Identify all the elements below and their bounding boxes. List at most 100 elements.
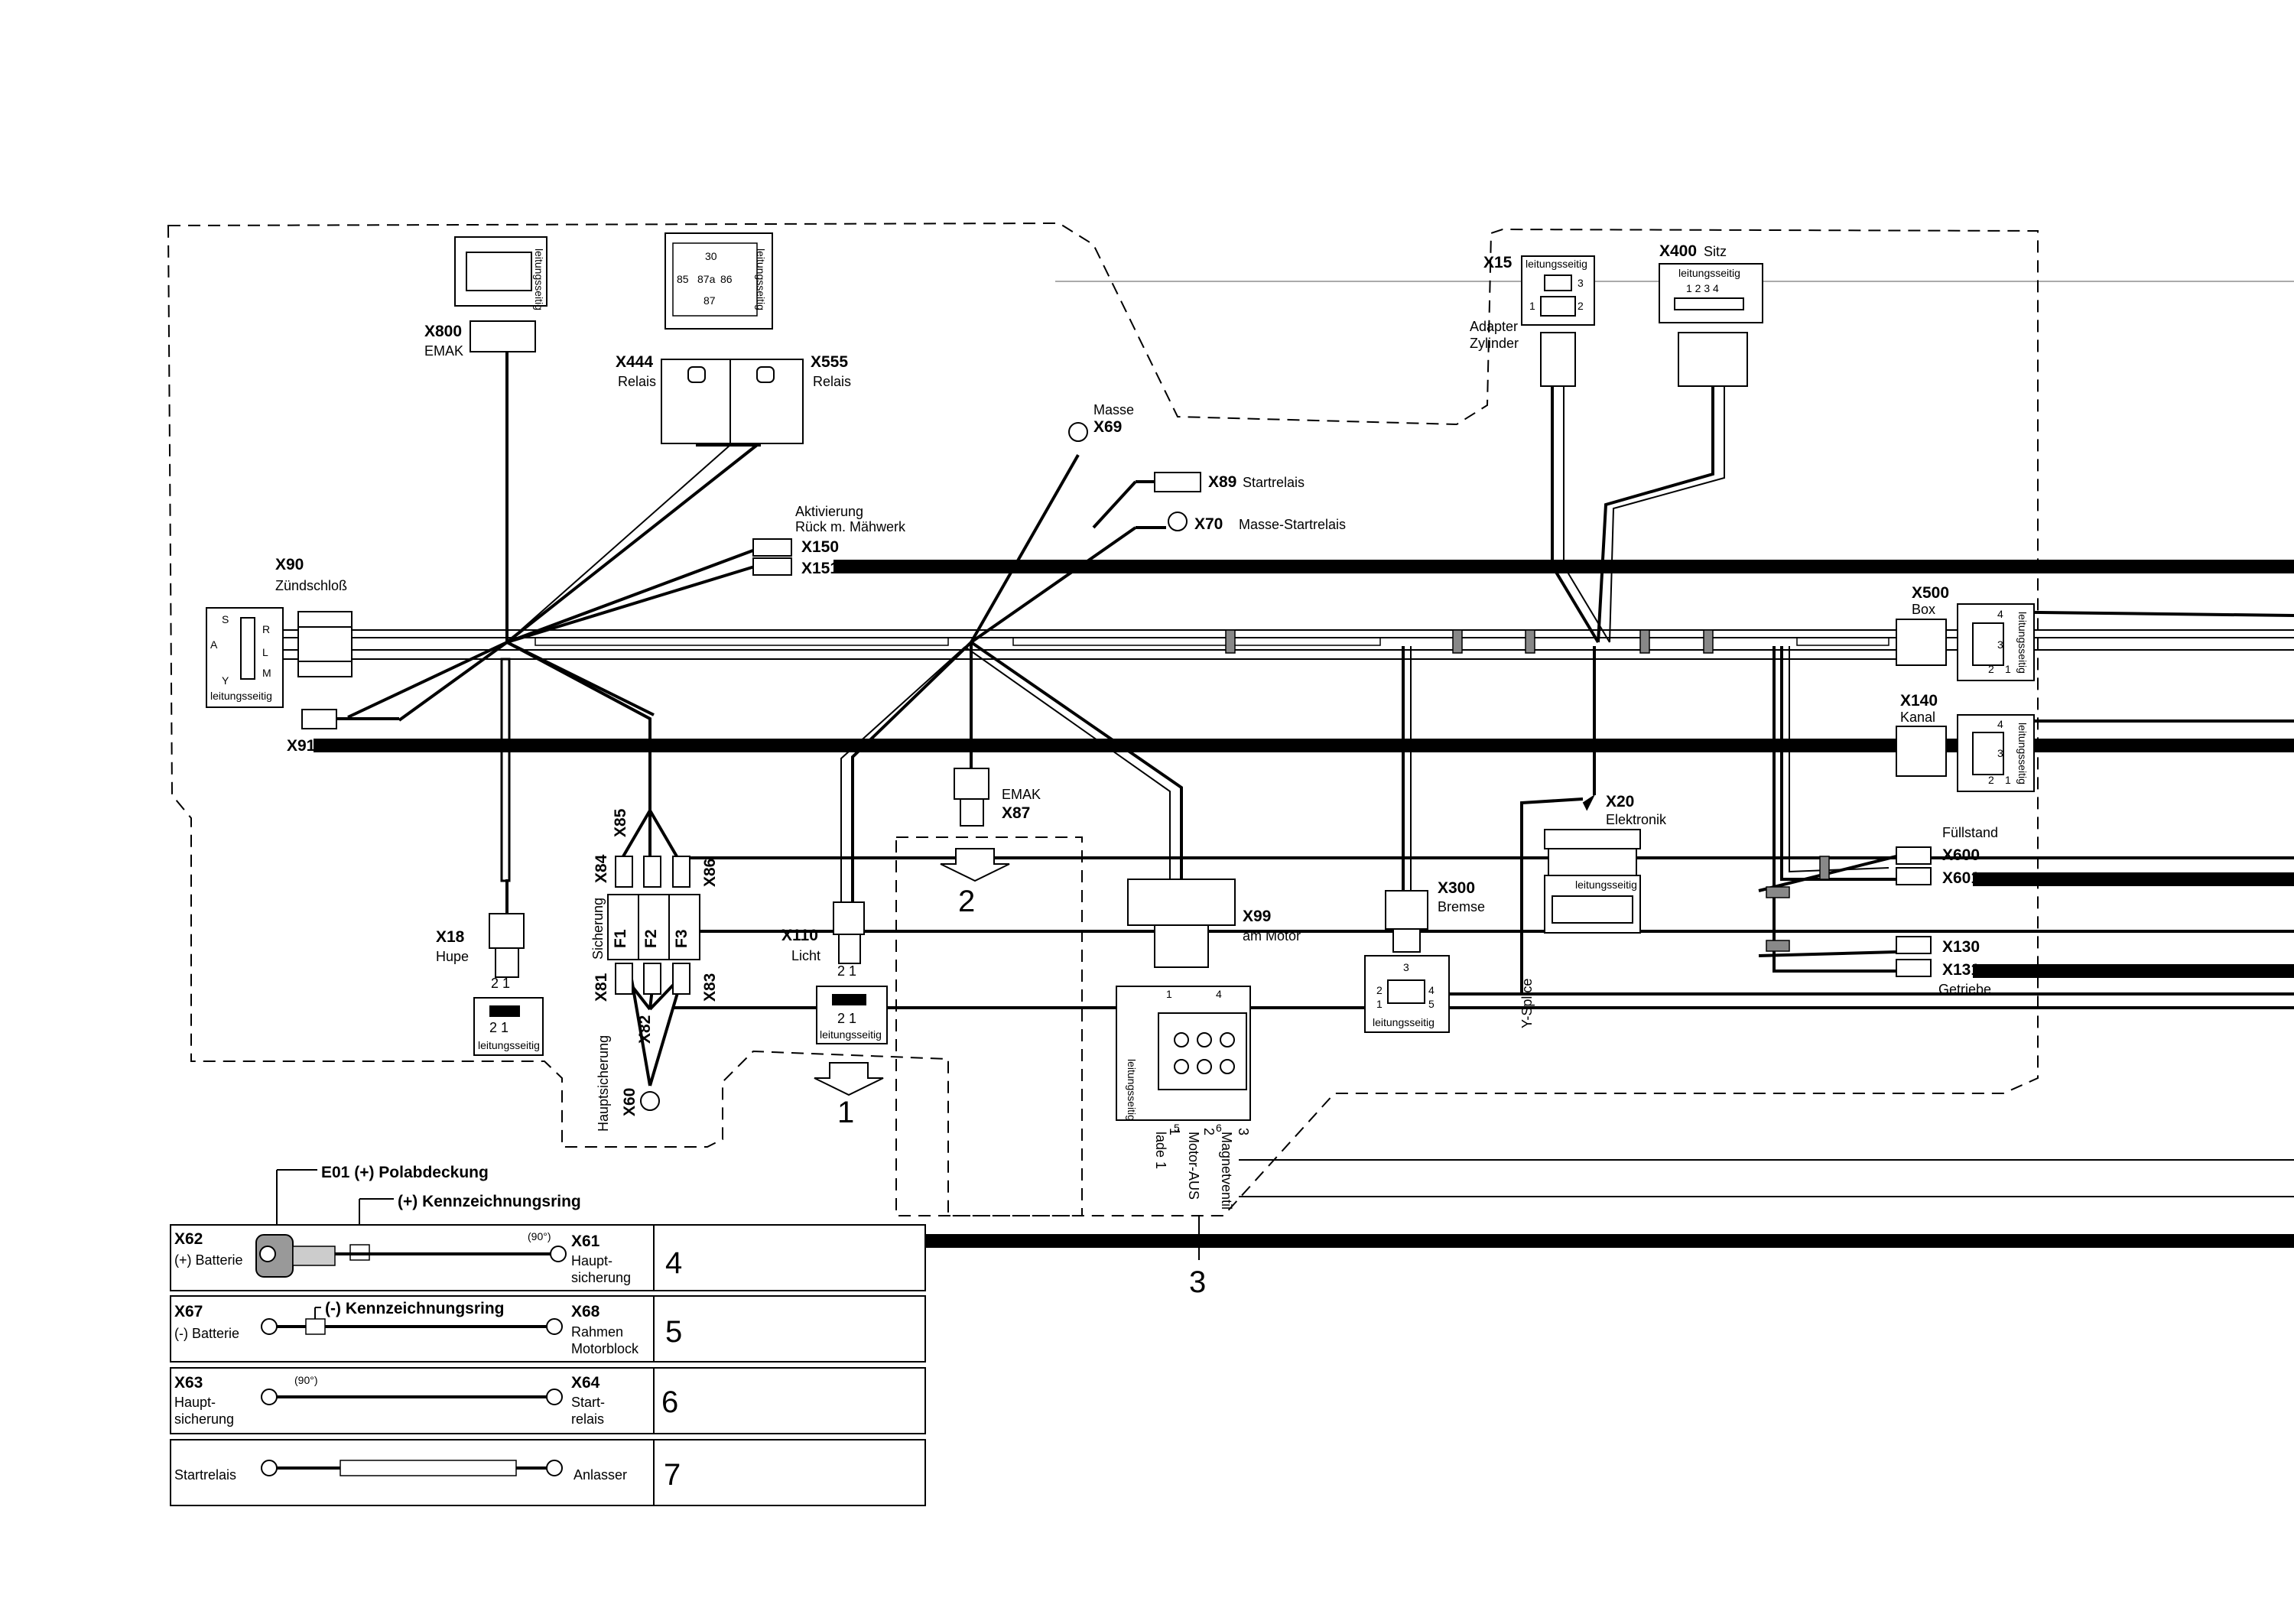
- connector-x89: X89 Startrelais: [1154, 472, 1305, 492]
- row6-left-id: X63: [174, 1374, 203, 1392]
- fuse-hauptsicherung: Hauptsicherung: [596, 1035, 611, 1132]
- arrow-2-label: 2: [958, 885, 975, 918]
- x110-side-label: leitungsseitig: [820, 1028, 882, 1041]
- zone-boundary-left: [167, 222, 2039, 1216]
- x140-id: X140: [1900, 692, 1938, 710]
- arrow-2: 2: [940, 848, 1010, 918]
- relay-side-label: leitungsseitig: [755, 248, 767, 310]
- x15-desc: Adapter: [1470, 319, 1518, 334]
- x91-id: X91: [287, 737, 316, 755]
- relay-block: 85 87a 86 87 30 leitungsseitig X444 Rela…: [616, 232, 851, 444]
- x300-desc: Bremse: [1438, 899, 1485, 914]
- x99-label-1: 1: [1167, 1128, 1182, 1135]
- row6-angle: (90°): [294, 1374, 318, 1386]
- row5-left-desc: (-) Batterie: [174, 1326, 239, 1341]
- row4-left-desc: (+) Batterie: [174, 1252, 243, 1268]
- x600-id: X600: [1942, 846, 1980, 864]
- connector-x140: X140 Kanal leitungsseitig 4 3 2 1: [1896, 692, 2035, 792]
- x15-id: X15: [1483, 254, 1513, 271]
- x90-desc: Zündschloß: [275, 578, 347, 593]
- x99-id: X99: [1243, 908, 1271, 925]
- x99-func-1: lade 1: [1153, 1132, 1168, 1169]
- x400-id: X400: [1659, 242, 1697, 260]
- x300-id: X300: [1438, 879, 1475, 897]
- x300-pin-1: 1: [1376, 998, 1383, 1010]
- x150-id: X150: [801, 538, 839, 556]
- x99-label-2: 2: [1201, 1128, 1217, 1135]
- connector-x99: X99 am Motor leitungsseitig 1 4 5 6 1 2 …: [1116, 879, 1301, 1299]
- x99-pin-6: 6: [1216, 1122, 1222, 1134]
- connector-x90: X90 Zündschloß S R A L Y M leitungsseiti…: [206, 556, 353, 755]
- row4-right-desc1: Haupt-: [571, 1253, 612, 1268]
- x800-id: X800: [424, 323, 462, 340]
- x99-side-label: leitungsseitig: [1126, 1059, 1138, 1121]
- connector-x20: X20 Elektronik leitungsseitig: [1544, 793, 1667, 934]
- x500-desc: Box: [1912, 602, 1935, 617]
- x400-pins: 1 2 3 4: [1686, 282, 1719, 294]
- row7-left-desc: Startrelais: [174, 1467, 236, 1483]
- x20-id: X20: [1606, 793, 1634, 810]
- connector-x87: EMAK X87: [954, 768, 1041, 827]
- x151-id: X151: [801, 560, 839, 577]
- x89-desc: Startrelais: [1243, 475, 1305, 490]
- x20-side-label: leitungsseitig: [1575, 879, 1637, 891]
- row6-left-desc1: Haupt-: [174, 1395, 216, 1410]
- x69-desc: Masse: [1093, 402, 1134, 417]
- x600-desc: Füllstand: [1942, 825, 1998, 840]
- row4-number: 4: [665, 1246, 682, 1280]
- row7-number: 7: [664, 1458, 681, 1492]
- relay-pin-86: 86: [720, 273, 733, 285]
- x87-id: X87: [1002, 804, 1030, 822]
- x90-id: X90: [275, 556, 304, 573]
- connector-x500: X500 Box leitungsseitig 4 3 2 1: [1896, 584, 2035, 681]
- x555-desc: Relais: [813, 374, 851, 389]
- x20-desc: Elektronik: [1606, 812, 1667, 827]
- x140-side-label: leitungsseitig: [2016, 723, 2029, 784]
- x15-pin-2: 2: [1578, 300, 1584, 312]
- x90-pin-a: A: [210, 638, 218, 651]
- x130-id: X130: [1942, 938, 1980, 956]
- fuse-x81: X81: [593, 973, 610, 1002]
- fuse-sicherung: Sicherung: [590, 898, 606, 960]
- x99-func-2: Motor-AUS: [1186, 1132, 1201, 1200]
- relay-pin-30: 30: [705, 250, 717, 262]
- y-splice-label: Y-Splice: [1519, 979, 1535, 1028]
- x70-id: X70: [1194, 515, 1223, 533]
- x110-pins-2: 2 1: [837, 1011, 856, 1026]
- fuse-x86: X86: [701, 859, 719, 887]
- x131-desc: Getriebe: [1938, 982, 1991, 997]
- x90-pin-m: M: [262, 667, 271, 679]
- x99-desc: am Motor: [1243, 928, 1301, 944]
- connector-x400: X400 Sitz leitungsseitig 1 2 3 4: [1659, 242, 1763, 387]
- row5-right-desc2: Motorblock: [571, 1341, 639, 1356]
- x90-pin-s: S: [222, 613, 229, 625]
- x90-pin-y: Y: [222, 674, 229, 687]
- x300-side-label: leitungsseitig: [1373, 1016, 1435, 1028]
- x500-pin-1: 1: [2005, 663, 2011, 675]
- x99-func-3: Magnetventil: [1219, 1132, 1234, 1210]
- kring-plus-label: (+) Kennzeichnungsring: [398, 1193, 581, 1210]
- relay-pin-87: 87: [703, 294, 716, 307]
- x90-side-label: leitungsseitig: [210, 690, 272, 702]
- x110-pins: 2 1: [837, 963, 856, 979]
- x150-desc2: Rück m. Mähwerk: [795, 519, 906, 534]
- x18-pins: 2 1: [491, 976, 510, 991]
- x131-id: X131: [1942, 961, 1980, 979]
- x99-pin-5: 5: [1174, 1122, 1180, 1134]
- x400-side-label: leitungsseitig: [1678, 267, 1740, 279]
- connector-x70: X70 Masse-Startrelais: [1168, 512, 1346, 533]
- x89-id: X89: [1208, 473, 1236, 491]
- row6-left-desc2: sicherung: [174, 1411, 234, 1427]
- cable-clips: [1225, 629, 1830, 952]
- row6-right-desc2: relais: [571, 1411, 604, 1427]
- x555-id: X555: [811, 353, 848, 371]
- x300-pin-2: 2: [1376, 984, 1383, 996]
- row4-right-desc2: sicherung: [571, 1270, 631, 1285]
- junction-2-wires: [840, 454, 1183, 902]
- bundle-segments: [535, 637, 1889, 646]
- connector-x300: X300 Bremse 3 2 1 4 5 leitungsseitig: [1364, 879, 1485, 1033]
- row4-right-id: X61: [571, 1233, 600, 1250]
- row4-left-id: X62: [174, 1230, 203, 1248]
- connector-x150: Aktivierung Rück m. Mähwerk X150 X151: [752, 504, 906, 577]
